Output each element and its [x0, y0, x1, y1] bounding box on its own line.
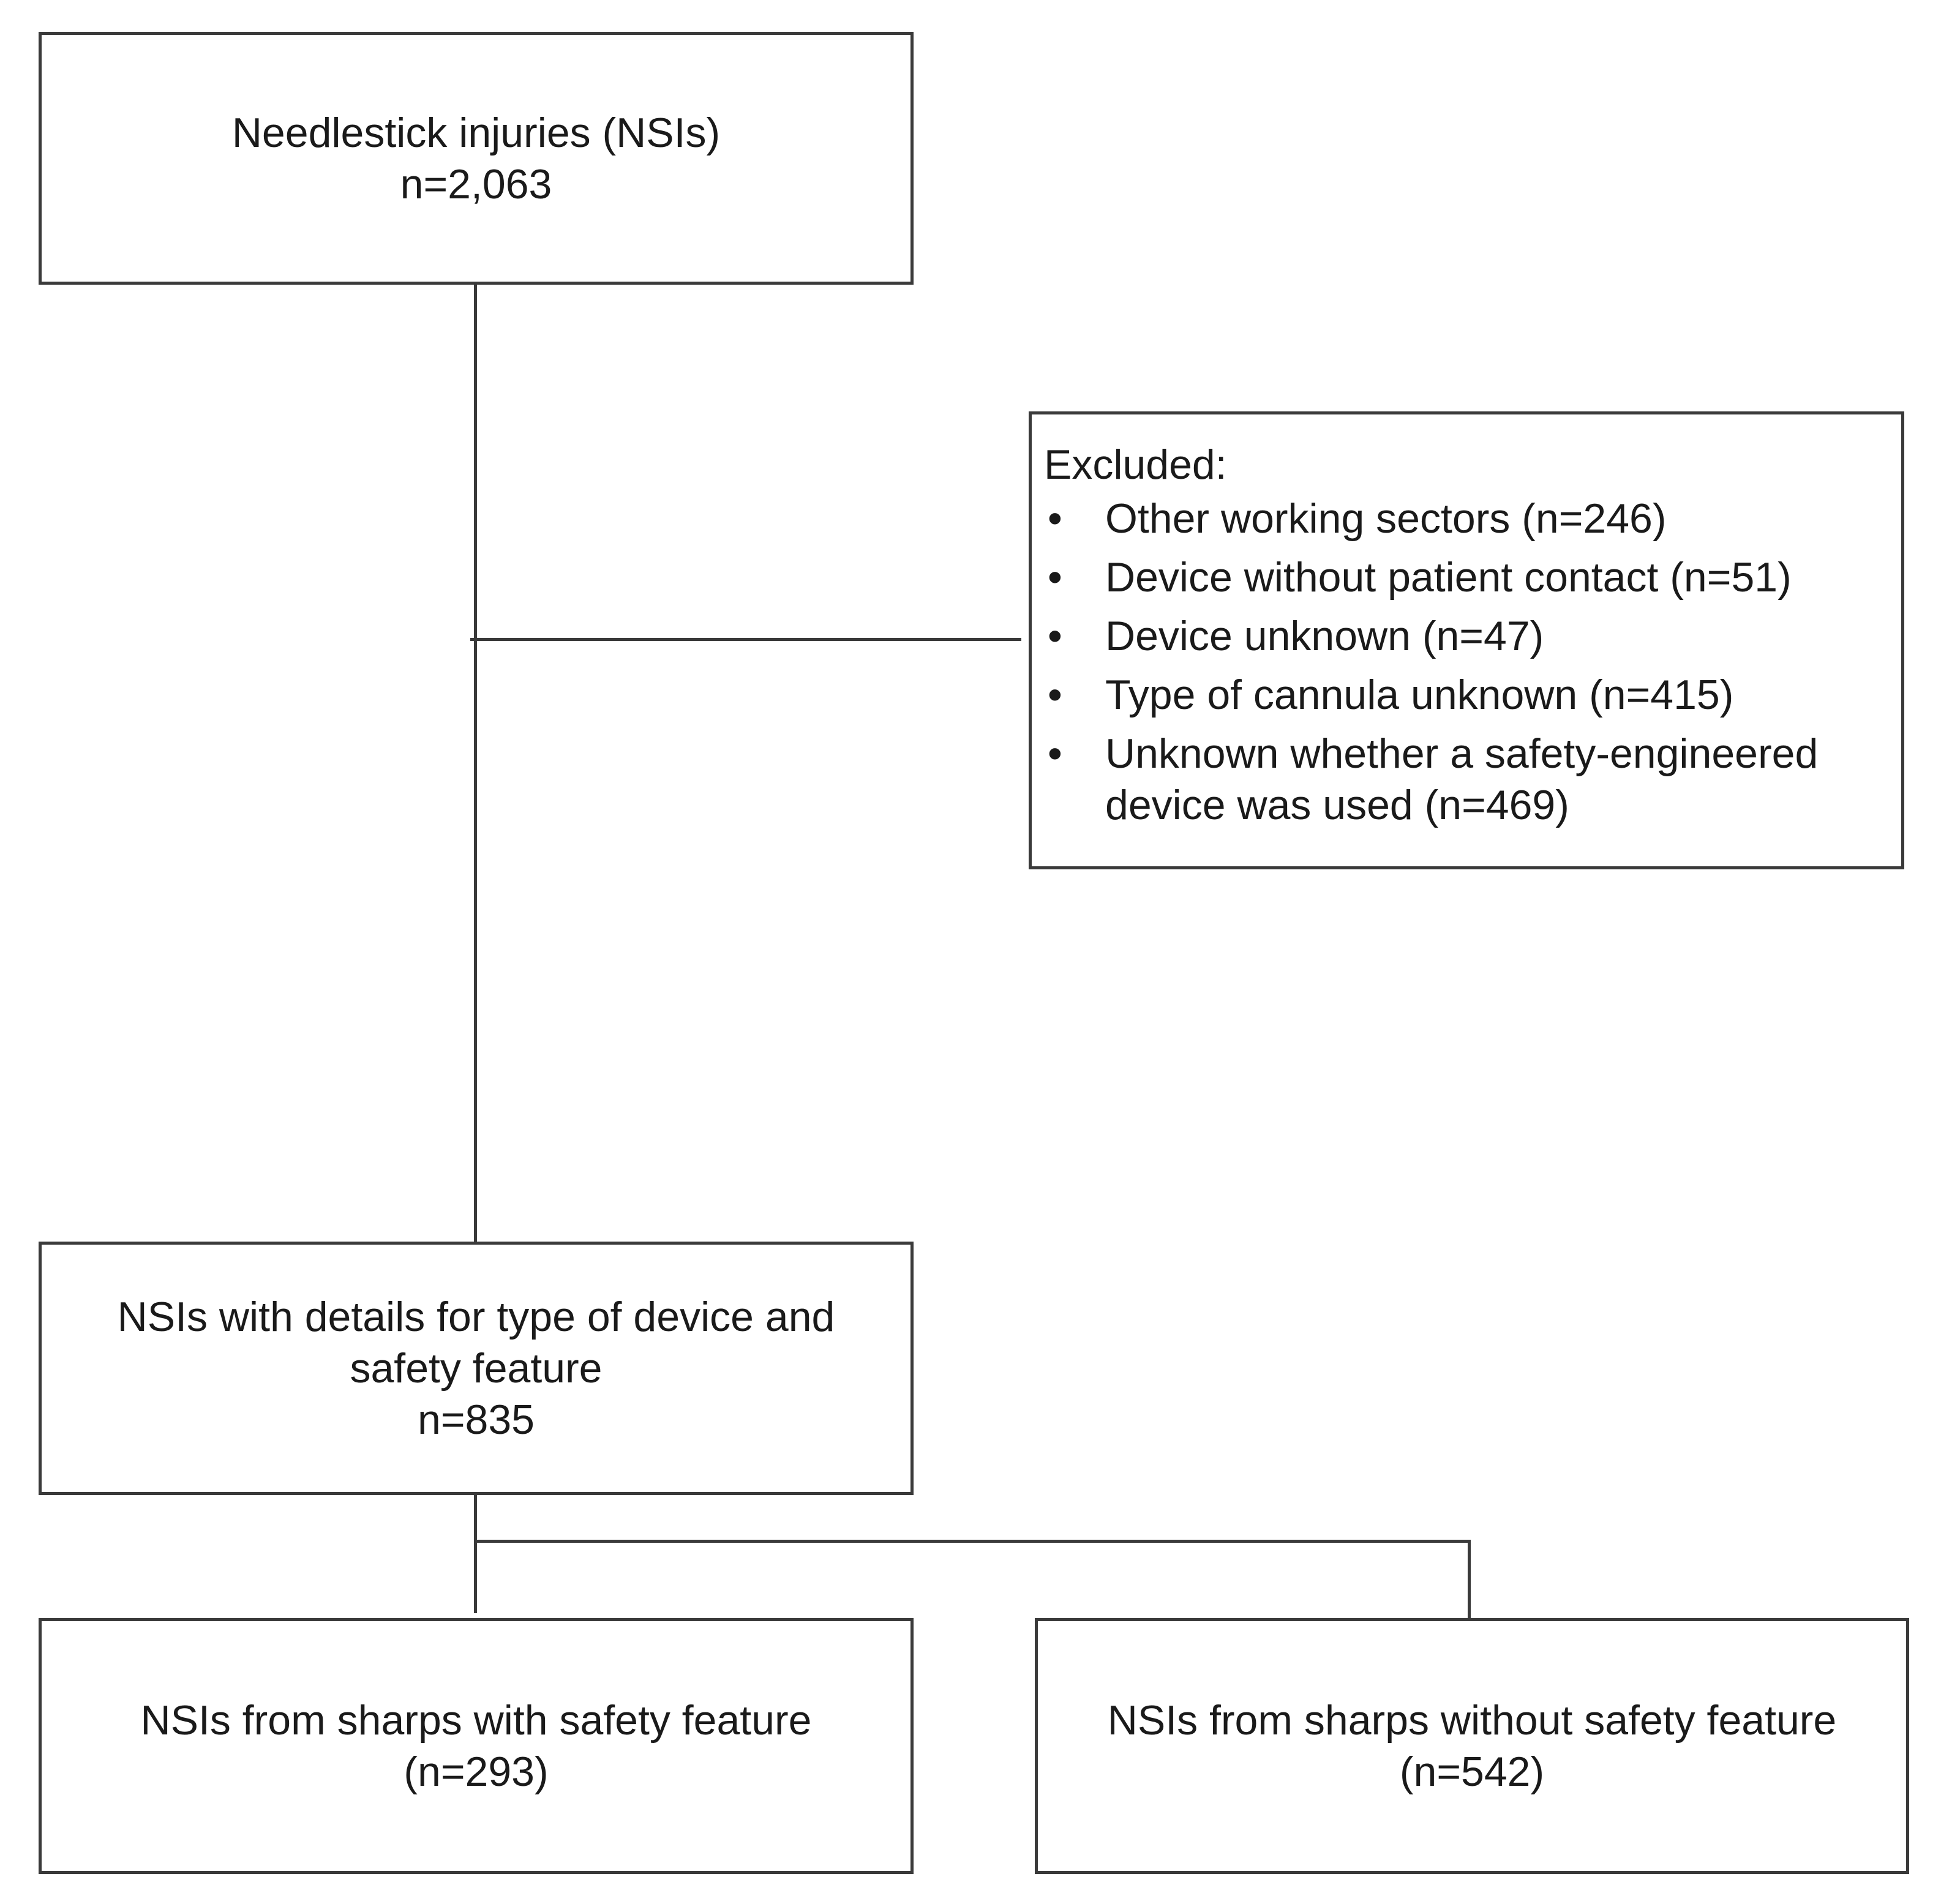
bullet-icon: • — [1048, 672, 1062, 718]
excluded-item: •Device without patient contact (n=51) — [1044, 552, 1818, 603]
left-box-count: (n=293) — [404, 1748, 549, 1795]
excluded-item: •Type of cannula unknown (n=415) — [1044, 669, 1818, 721]
top-box-title: Needlestick injuries (NSIs) — [231, 109, 721, 156]
connector-middle-down — [474, 1494, 477, 1613]
connector-to-excluded — [470, 638, 1021, 641]
middle-box: NSIs with details for type of device and… — [39, 1242, 914, 1495]
bullet-icon: • — [1048, 495, 1062, 542]
bullet-icon: • — [1048, 554, 1062, 601]
top-box: Needlestick injuries (NSIs) n=2,063 — [39, 32, 914, 285]
middle-box-line1: NSIs with details for type of device and — [117, 1294, 835, 1340]
connector-top-to-middle — [474, 283, 477, 1243]
connector-branch-horizontal — [474, 1540, 1471, 1543]
right-box-count: (n=542) — [1399, 1748, 1545, 1795]
excluded-list: •Other working sectors (n=246) •Device w… — [1044, 493, 1818, 838]
left-box-title: NSIs from sharps with safety feature — [140, 1697, 812, 1744]
middle-box-line2: safety feature — [350, 1345, 603, 1392]
middle-box-count: n=835 — [418, 1396, 535, 1443]
right-box-title: NSIs from sharps without safety feature — [1107, 1697, 1837, 1744]
excluded-item: •Device unknown (n=47) — [1044, 610, 1818, 662]
connector-right-down — [1468, 1540, 1471, 1619]
excluded-item: •Unknown whether a safety-engineered dev… — [1044, 728, 1818, 831]
top-box-count: n=2,063 — [400, 160, 552, 208]
bullet-icon: • — [1048, 613, 1062, 659]
bullet-icon: • — [1048, 730, 1062, 777]
right-box: NSIs from sharps without safety feature … — [1035, 1618, 1909, 1874]
excluded-title: Excluded: — [1044, 441, 1227, 488]
excluded-box: Excluded: •Other working sectors (n=246)… — [1029, 411, 1904, 869]
excluded-item: •Other working sectors (n=246) — [1044, 493, 1818, 544]
left-box: NSIs from sharps with safety feature (n=… — [39, 1618, 914, 1874]
